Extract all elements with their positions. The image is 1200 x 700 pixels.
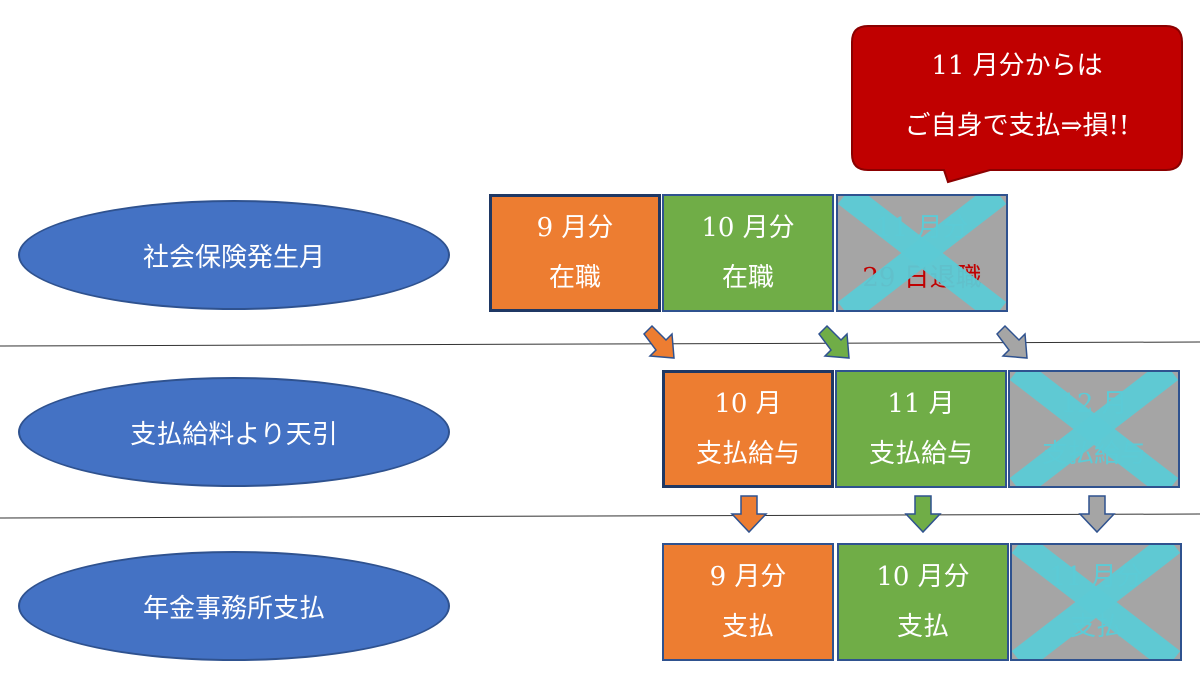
month-box-row1-col3: 11 月分 29 日退職 — [836, 194, 1008, 312]
row-label-text: 支払給料より天引 — [130, 419, 338, 450]
box-line-2: 在職 — [721, 263, 774, 293]
row-label-text: 社会保険発生月 — [142, 242, 325, 273]
box-line-2: 支払 — [721, 612, 774, 642]
month-box-row3-col3: 11 月分 支払 — [1010, 543, 1182, 661]
arrow-down-right-gray — [996, 324, 1028, 359]
box-line-1: 11 月分 — [1049, 562, 1143, 592]
box-line-1: 10 月 — [714, 389, 782, 419]
callout-bubble — [851, 25, 1183, 184]
box-line-1: 11 月分 — [875, 213, 969, 243]
callout-line-2: ご自身で支払⇒損!! — [904, 111, 1130, 141]
box-line-1: 10 月分 — [701, 213, 795, 243]
row-label-text: 年金事務所支払 — [142, 593, 325, 624]
month-box-row3-col2: 10 月分 支払 — [837, 543, 1009, 661]
arrow-down-right-orange — [643, 324, 675, 359]
box-line-1: 12 月 — [1060, 389, 1128, 419]
box-line-2: 支払給与 — [1041, 439, 1146, 469]
row-label-occurrence-month: 社会保険発生月 — [18, 200, 450, 310]
arrow-down-right-green — [818, 324, 850, 359]
month-box-row1-col2: 10 月分 在職 — [662, 194, 834, 312]
box-line-2: 支払給与 — [868, 439, 973, 469]
box-line-1: 10 月分 — [876, 562, 970, 592]
box-line-1: 11 月 — [887, 389, 955, 419]
arrow-down-gray — [1078, 495, 1116, 534]
month-box-row2-col3: 12 月 支払給与 — [1008, 370, 1180, 488]
arrow-down-orange — [730, 495, 768, 534]
callout-line-1: 11 月分からは — [931, 51, 1103, 81]
row-label-pension-office-payment: 年金事務所支払 — [18, 551, 450, 661]
arrow-down-green — [904, 495, 942, 534]
month-box-row1-col1: 9 月分 在職 — [489, 194, 661, 312]
row-label-salary-deduction: 支払給料より天引 — [18, 377, 450, 487]
month-box-row2-col2: 11 月 支払給与 — [835, 370, 1007, 488]
box-line-2: 29 日退職 — [862, 263, 982, 293]
box-line-2: 支払 — [896, 612, 949, 642]
callout-text: 11 月分からは ご自身で支払⇒損!! — [850, 36, 1184, 156]
month-box-row2-col1: 10 月 支払給与 — [662, 370, 834, 488]
box-line-2: 支払 — [1069, 612, 1122, 642]
box-line-1: 9 月分 — [709, 562, 787, 592]
box-line-1: 9 月分 — [536, 213, 614, 243]
month-box-row3-col1: 9 月分 支払 — [662, 543, 834, 661]
box-line-2: 在職 — [548, 263, 601, 293]
box-line-2: 支払給与 — [695, 439, 800, 469]
